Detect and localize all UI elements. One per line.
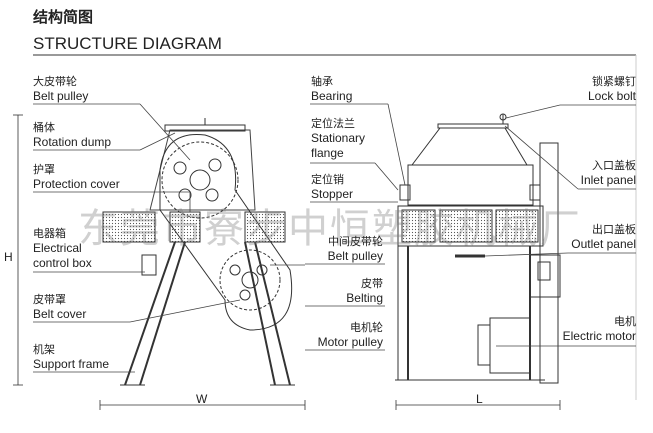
title-english: STRUCTURE DIAGRAM: [33, 34, 222, 53]
label-outlet-panel-en: Outlet panel: [571, 237, 636, 251]
label-electrical-box-zh: 电器箱: [33, 227, 66, 240]
label-belting-zh: 皮带: [361, 277, 383, 290]
label-support-frame-zh: 机架: [33, 343, 55, 356]
label-belt-cover-zh: 皮带罩: [33, 293, 66, 306]
label-lock-bolt-en: Lock bolt: [587, 89, 636, 103]
label-inlet-panel-en: Inlet panel: [580, 173, 636, 187]
label-outlet-panel-zh: 出口盖板: [592, 223, 636, 236]
label-motor-pulley-en: Motor pulley: [317, 335, 383, 349]
label-motor-pulley-zh: 电机轮: [350, 321, 383, 334]
label-protection-cover-en: Protection cover: [33, 177, 120, 191]
label-lock-bolt-zh: 锁紧螺钉: [592, 75, 636, 88]
label-bearing-en: Bearing: [311, 89, 353, 103]
label-bearing-zh: 轴承: [311, 75, 333, 88]
label-flange-en: Stationary flange: [311, 131, 366, 160]
leader-lines: [33, 103, 636, 373]
label-belt-pulley-en: Belt pulley: [33, 89, 89, 103]
dimension-width: W: [196, 392, 208, 406]
front-view: [395, 113, 561, 384]
title-chinese: 结构简图: [33, 8, 94, 26]
dimension-height: H: [4, 250, 13, 264]
side-view: [102, 118, 295, 386]
label-middle-pulley-zh: 中间皮带轮: [328, 235, 383, 248]
label-belting-en: Belting: [346, 291, 383, 305]
label-stopper-zh: 定位销: [311, 173, 344, 186]
label-protection-cover-zh: 护罩: [33, 163, 55, 176]
label-support-frame-en: Support frame: [33, 357, 110, 371]
label-rotation-dump-zh: 桶体: [33, 121, 55, 134]
watermark: 东莞市寮步中恒塑胶机械厂: [78, 206, 582, 252]
label-electric-motor-zh: 电机: [614, 315, 636, 328]
label-electric-motor-en: Electric motor: [562, 329, 636, 343]
dimension-lines: [13, 114, 561, 410]
label-belt-cover-en: Belt cover: [33, 307, 87, 321]
label-rotation-dump-en: Rotation dump: [33, 135, 112, 149]
label-flange-zh: 定位法兰: [311, 117, 355, 130]
label-stopper-en: Stopper: [311, 187, 354, 201]
dimension-length: L: [476, 392, 483, 406]
label-middle-pulley-en: Belt pulley: [327, 249, 383, 263]
label-belt-pulley-zh: 大皮带轮: [33, 75, 77, 88]
label-inlet-panel-zh: 入口盖板: [592, 159, 636, 172]
label-electrical-box-en: Electrical control box: [33, 241, 92, 270]
